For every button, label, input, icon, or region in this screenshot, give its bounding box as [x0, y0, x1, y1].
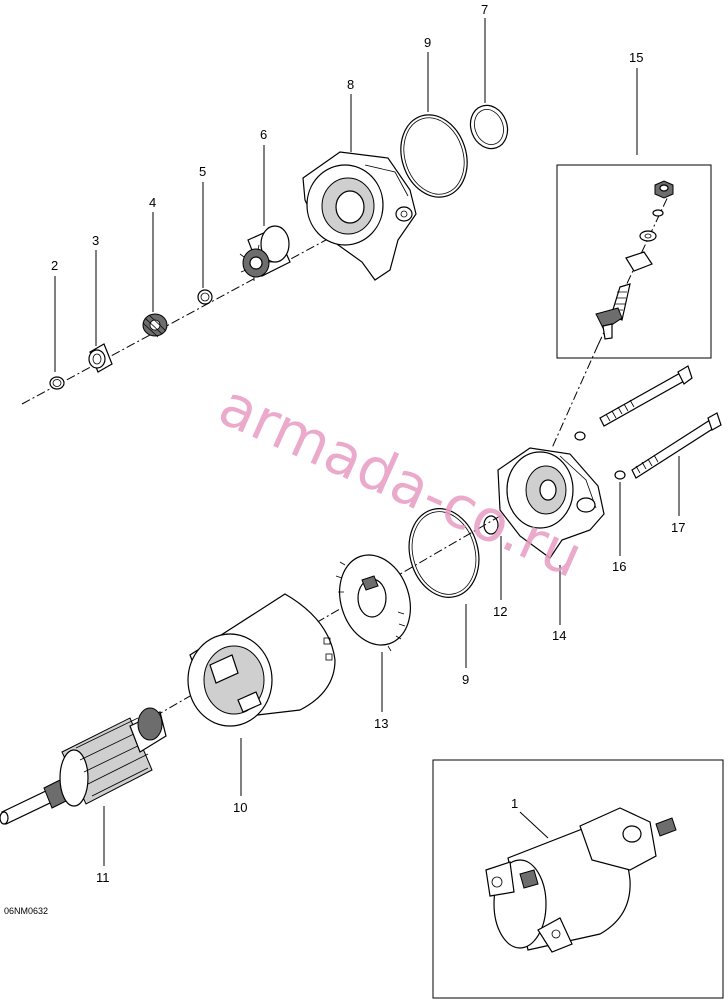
callout-3: 3	[92, 233, 99, 248]
callout-9-lower: 9	[462, 672, 469, 687]
callout-8: 8	[347, 77, 354, 92]
part-11-armature	[0, 707, 167, 825]
part-1-starter-assembly	[485, 807, 677, 953]
callout-12: 12	[493, 604, 507, 619]
callout-6: 6	[260, 127, 267, 142]
callout-5: 5	[199, 164, 206, 179]
callout-9-upper: 9	[424, 35, 431, 50]
part-8-drive-housing	[302, 151, 417, 281]
callout-11: 11	[96, 870, 110, 885]
part-9-o-ring-lower	[408, 508, 480, 598]
part-9-o-ring-upper	[400, 114, 468, 198]
inset-box-15	[556, 164, 712, 359]
part-16-washers	[574, 431, 626, 480]
callout-14: 14	[552, 628, 566, 643]
callout-2: 2	[51, 258, 58, 273]
callout-4: 4	[149, 195, 156, 210]
callout-17: 17	[671, 520, 685, 535]
callout-1: 1	[511, 796, 518, 811]
part-13-brush-plate	[335, 554, 411, 652]
part-15-terminal-hardware	[595, 180, 674, 340]
part-7-o-ring	[469, 104, 509, 150]
leader-lines	[54, 18, 680, 866]
part-5-ring	[197, 289, 213, 305]
inset-box-1	[432, 759, 724, 999]
callout-13: 13	[374, 716, 388, 731]
part-4-spring	[142, 313, 168, 338]
callout-16: 16	[612, 559, 626, 574]
callout-15: 15	[629, 50, 643, 65]
part-2-retaining-ring	[49, 376, 65, 390]
part-6-pinion-gear	[239, 225, 291, 281]
diagram-code: 06NM0632	[4, 906, 48, 916]
part-3-sleeve	[88, 343, 113, 373]
part-10-yoke-housing	[187, 593, 336, 727]
callout-7: 7	[481, 2, 488, 17]
part-17-through-bolts	[599, 365, 722, 479]
part-12-o-ring-small	[483, 515, 499, 535]
part-14-commutator-end-cap	[497, 447, 605, 559]
callout-10: 10	[233, 800, 247, 815]
